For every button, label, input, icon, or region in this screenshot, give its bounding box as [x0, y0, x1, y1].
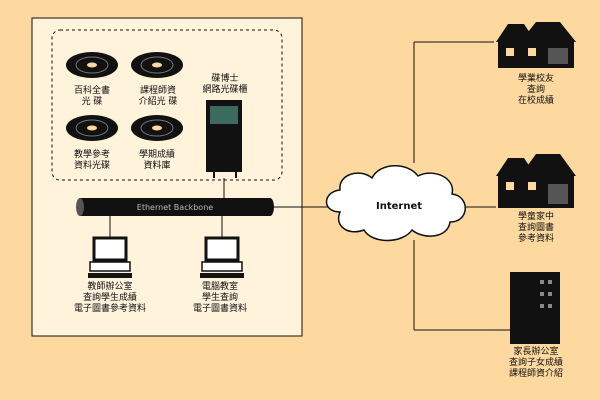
- disc-icon: [131, 115, 183, 141]
- disc-icon: [131, 52, 183, 78]
- disc-icon: [66, 115, 118, 141]
- internet-label: Internet: [375, 201, 422, 212]
- internet-cloud-icon: [325, 165, 466, 242]
- disc-label: 課程師資 介紹光 碟: [138, 86, 178, 107]
- remote-site-label: 學童家中 查詢圖書 參考資料: [517, 212, 554, 244]
- server-icon: [206, 100, 242, 178]
- house-icon: [496, 22, 576, 68]
- backbone-label: Ethernet Backbone: [136, 203, 214, 212]
- disc-label: 學期成績 資料庫: [138, 150, 175, 171]
- disc-label: 百科全書 光 碟: [73, 86, 110, 107]
- remote-site-label: 學業校友 查詢 在校成績: [517, 74, 554, 106]
- workstation-label: 教師辦公室 查詢學生成績 電子圖書參考資料: [73, 282, 146, 314]
- disc-icon: [66, 52, 118, 78]
- house-icon: [496, 154, 576, 208]
- server-label: 碟博士 網路光碟櫃: [202, 74, 248, 95]
- disc-label: 教學參考 資料光碟: [73, 150, 110, 171]
- storage-group-box: [51, 29, 283, 181]
- workstation-label: 電腦教室 學生查詢 電子圖書資料: [192, 282, 247, 314]
- remote-site-label: 家長辦公室 查詢子女成績 課程師資介紹: [508, 347, 563, 379]
- computer-icon: [88, 236, 132, 278]
- computer-icon: [200, 236, 244, 278]
- office-building-icon: [510, 272, 560, 344]
- ethernet-backbone: [76, 198, 274, 216]
